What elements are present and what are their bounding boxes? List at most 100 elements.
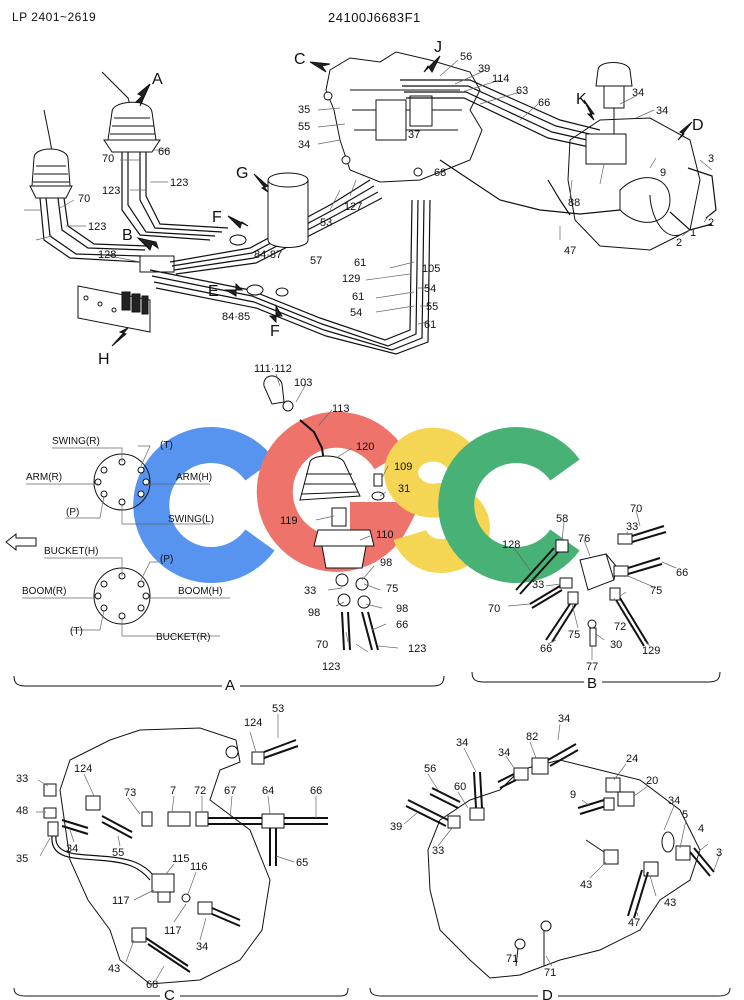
main-part-numbers: 35 55 34 56 39 114 63 66 37 68 127 53 57…: [78, 51, 714, 331]
pattern-label: BOOM(R): [22, 586, 66, 597]
part-num: 57: [310, 255, 322, 267]
junction-block-b: [139, 255, 175, 273]
part-num: 66: [676, 567, 688, 579]
part-num: 33: [532, 579, 544, 591]
part-num: 123: [322, 661, 340, 673]
arrow-d: [677, 121, 693, 141]
part-num: 43: [108, 963, 120, 975]
part-num: 54: [424, 283, 436, 295]
callout-labels: A B C D E F F G H J K: [98, 39, 704, 368]
part-num: 129: [642, 645, 660, 657]
detail-b: 58 33 70 128 76 66 33 75 70 72 75 66 30 …: [471, 503, 721, 692]
part-num: 72: [194, 785, 206, 797]
watermark-letter-4-shape: [438, 427, 580, 583]
part-num: 123: [408, 643, 426, 655]
arrow-j: [423, 55, 441, 73]
part-num: 55: [426, 301, 438, 313]
callout-k: K: [576, 91, 587, 108]
part-num: 3: [708, 153, 714, 165]
part-num: 88: [568, 197, 580, 209]
part-num: 66: [396, 619, 408, 631]
part-num: 72: [614, 621, 626, 633]
drawing-number: 24100J6683F1: [328, 10, 421, 25]
tank-g: [267, 172, 309, 248]
part-num: 43: [580, 879, 592, 891]
pattern-label: ARM(H): [176, 472, 212, 483]
part-num: 4: [698, 823, 704, 835]
pattern-label: ARM(R): [26, 472, 62, 483]
pattern-label: BUCKET(R): [156, 632, 210, 643]
part-num: 75: [650, 585, 662, 597]
part-num: 128: [98, 249, 116, 261]
arrow-k: [583, 99, 595, 121]
part-num: 48: [16, 805, 28, 817]
callout-arrows: [111, 55, 693, 347]
part-num: 73: [124, 787, 136, 799]
front-arrow-icon: [5, 532, 37, 552]
part-num: 98: [396, 603, 408, 615]
part-num: 47: [564, 245, 576, 257]
part-num: 20: [646, 775, 658, 787]
pattern-label: SWING(R): [52, 436, 100, 447]
part-num: 71: [544, 967, 556, 979]
part-num: 34: [668, 795, 680, 807]
arrow-b: [136, 237, 159, 251]
part-num: 43: [664, 897, 676, 909]
part-num: 98: [308, 607, 320, 619]
part-num: 84·85: [222, 311, 250, 323]
part-num: 53: [320, 217, 332, 229]
arrow-a: [134, 83, 151, 107]
part-num: 76: [578, 533, 590, 545]
callout-f-lower: F: [270, 323, 280, 340]
part-num: 58: [556, 513, 568, 525]
pattern-label: SWING(L): [168, 514, 214, 525]
part-num: 54: [350, 307, 362, 319]
part-num: 117: [164, 925, 182, 937]
part-num: 111·112: [254, 363, 292, 375]
part-num: 55: [298, 121, 310, 133]
pattern-label: BUCKET(H): [44, 546, 98, 557]
arrow-f-lower: [268, 304, 283, 324]
detail-d: 34 34 82 34 56 60 24 20 39 33 9 34 5 4 3…: [369, 713, 731, 1000]
arrow-f-upper: [227, 215, 249, 229]
part-num: 103: [294, 377, 312, 389]
part-num: 5: [682, 809, 688, 821]
part-num: 115: [172, 853, 190, 865]
part-num: 24: [626, 753, 638, 765]
part-num: 55: [112, 847, 124, 859]
part-num: 70: [78, 193, 90, 205]
part-num: 117: [112, 895, 130, 907]
bracket-h: [77, 285, 151, 333]
part-num: 35: [298, 104, 310, 116]
part-num: 3: [716, 847, 722, 859]
part-num: 65: [296, 857, 308, 869]
part-num: 60: [454, 781, 466, 793]
pattern-label: (T): [160, 440, 173, 451]
part-num: 39: [390, 821, 402, 833]
pattern-label: (P): [66, 507, 79, 518]
part-num: 110: [376, 529, 394, 541]
watermark-letter-1-shape: [133, 427, 275, 583]
pattern-label: (T): [70, 626, 83, 637]
part-num: 34: [498, 747, 510, 759]
part-num: 30: [610, 639, 622, 651]
part-num: 61: [352, 291, 364, 303]
part-num: 66: [540, 643, 552, 655]
part-num: 127: [344, 201, 362, 213]
part-num: 124: [74, 763, 92, 775]
fittings-b: [555, 533, 633, 647]
serial-range: LP 2401~2619: [12, 10, 97, 24]
part-num: 63: [516, 85, 528, 97]
lever-exploded-view: [263, 373, 399, 653]
callout-d: D: [692, 117, 704, 134]
callout-a: A: [152, 71, 163, 88]
part-num: 75: [386, 583, 398, 595]
part-num: 34: [196, 941, 208, 953]
part-num: 119: [280, 515, 298, 527]
arrow-g: [253, 173, 269, 193]
part-num: 66: [538, 97, 550, 109]
clamp-f-lower: [275, 287, 289, 297]
pattern-diagram-bottom: BUCKET(H) (P) BOOM(R) BOOM(H) (T) BUCKET…: [22, 546, 230, 643]
